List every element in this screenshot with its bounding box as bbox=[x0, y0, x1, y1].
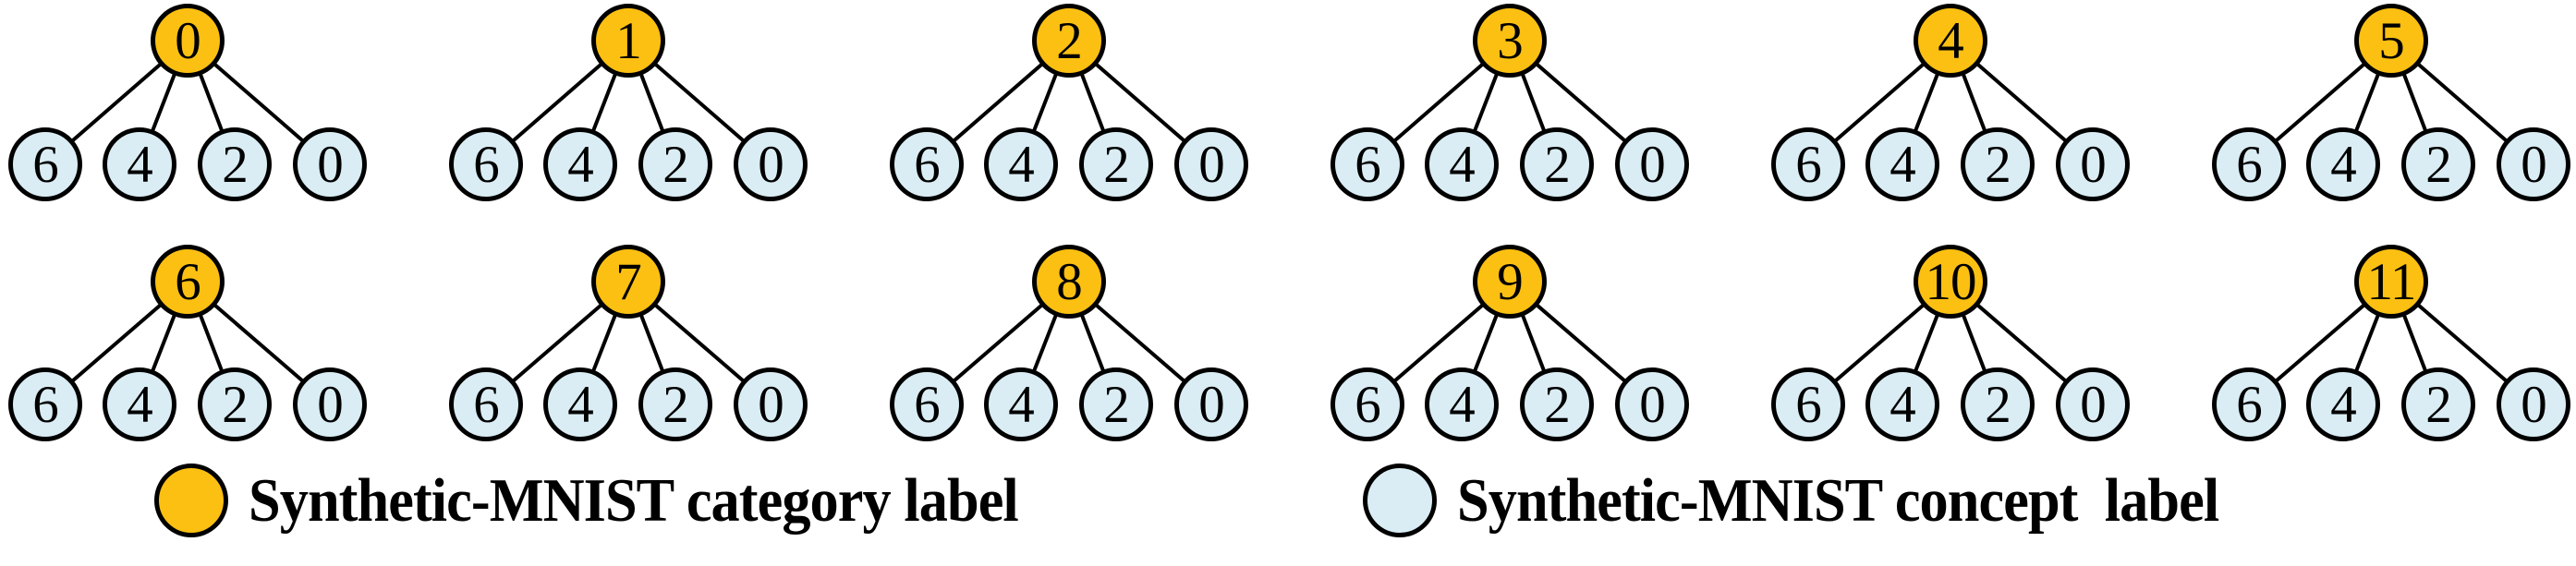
concept-node-8-0: 0 bbox=[1174, 367, 1248, 441]
concept-node-7-2: 2 bbox=[638, 367, 712, 441]
concept-node-5-0: 0 bbox=[2497, 127, 2570, 201]
concept-node-5-6: 6 bbox=[2212, 127, 2286, 201]
concept-node-8-2: 2 bbox=[1079, 367, 1153, 441]
legend-item-category: Synthetic-MNIST category label bbox=[154, 462, 1076, 539]
concept-node-0-6: 6 bbox=[8, 127, 82, 201]
category-node-6: 6 bbox=[151, 245, 225, 319]
category-label-swatch bbox=[154, 464, 228, 537]
concept-node-4-6: 6 bbox=[1771, 127, 1845, 201]
concept-node-2-0: 0 bbox=[1174, 127, 1248, 201]
concept-node-10-4: 4 bbox=[1865, 367, 1939, 441]
concept-node-9-4: 4 bbox=[1425, 367, 1499, 441]
concept-node-4-2: 2 bbox=[1961, 127, 2035, 201]
concept-node-9-2: 2 bbox=[1520, 367, 1594, 441]
concept-node-1-2: 2 bbox=[638, 127, 712, 201]
concept-node-8-6: 6 bbox=[890, 367, 964, 441]
concept-node-10-6: 6 bbox=[1771, 367, 1845, 441]
category-node-4: 4 bbox=[1914, 4, 1987, 78]
concept-node-1-4: 4 bbox=[543, 127, 617, 201]
concept-node-10-2: 2 bbox=[1961, 367, 2035, 441]
concept-node-7-4: 4 bbox=[543, 367, 617, 441]
concept-node-3-6: 6 bbox=[1331, 127, 1404, 201]
category-node-3: 3 bbox=[1473, 4, 1547, 78]
concept-node-9-6: 6 bbox=[1331, 367, 1404, 441]
concept-node-2-6: 6 bbox=[890, 127, 964, 201]
concept-node-11-2: 2 bbox=[2401, 367, 2475, 441]
category-node-5: 5 bbox=[2354, 4, 2428, 78]
legend-concept-text: Synthetic-MNIST concept label bbox=[1457, 465, 2219, 535]
category-node-8: 8 bbox=[1032, 245, 1106, 319]
concept-node-0-0: 0 bbox=[293, 127, 367, 201]
concept-node-5-4: 4 bbox=[2306, 127, 2380, 201]
concept-node-8-4: 4 bbox=[984, 367, 1058, 441]
concept-node-3-4: 4 bbox=[1425, 127, 1499, 201]
concept-label-swatch bbox=[1363, 464, 1437, 537]
concept-node-4-4: 4 bbox=[1865, 127, 1939, 201]
concept-node-7-0: 0 bbox=[734, 367, 808, 441]
legend-item-concept: Synthetic-MNIST concept label bbox=[1363, 462, 2276, 539]
concept-node-6-6: 6 bbox=[8, 367, 82, 441]
concept-node-6-2: 2 bbox=[198, 367, 272, 441]
concept-node-0-2: 2 bbox=[198, 127, 272, 201]
concept-node-3-0: 0 bbox=[1615, 127, 1689, 201]
concept-node-10-0: 0 bbox=[2056, 367, 2130, 441]
concept-node-1-6: 6 bbox=[449, 127, 523, 201]
concept-node-6-0: 0 bbox=[293, 367, 367, 441]
legend-category-text: Synthetic-MNIST category label bbox=[249, 465, 1019, 535]
category-node-10: 10 bbox=[1914, 245, 1987, 319]
concept-node-11-4: 4 bbox=[2306, 367, 2380, 441]
category-node-2: 2 bbox=[1032, 4, 1106, 78]
concept-node-0-4: 4 bbox=[103, 127, 176, 201]
concept-node-2-2: 2 bbox=[1079, 127, 1153, 201]
category-node-9: 9 bbox=[1473, 245, 1547, 319]
concept-node-11-0: 0 bbox=[2497, 367, 2570, 441]
concept-node-4-0: 0 bbox=[2056, 127, 2130, 201]
category-node-0: 0 bbox=[151, 4, 225, 78]
category-node-7: 7 bbox=[591, 245, 665, 319]
concept-node-3-2: 2 bbox=[1520, 127, 1594, 201]
category-node-1: 1 bbox=[591, 4, 665, 78]
concept-node-1-0: 0 bbox=[734, 127, 808, 201]
concept-node-2-4: 4 bbox=[984, 127, 1058, 201]
concept-node-7-6: 6 bbox=[449, 367, 523, 441]
concept-node-11-6: 6 bbox=[2212, 367, 2286, 441]
category-node-11: 11 bbox=[2354, 245, 2428, 319]
concept-node-9-0: 0 bbox=[1615, 367, 1689, 441]
concept-node-6-4: 4 bbox=[103, 367, 176, 441]
concept-node-5-2: 2 bbox=[2401, 127, 2475, 201]
